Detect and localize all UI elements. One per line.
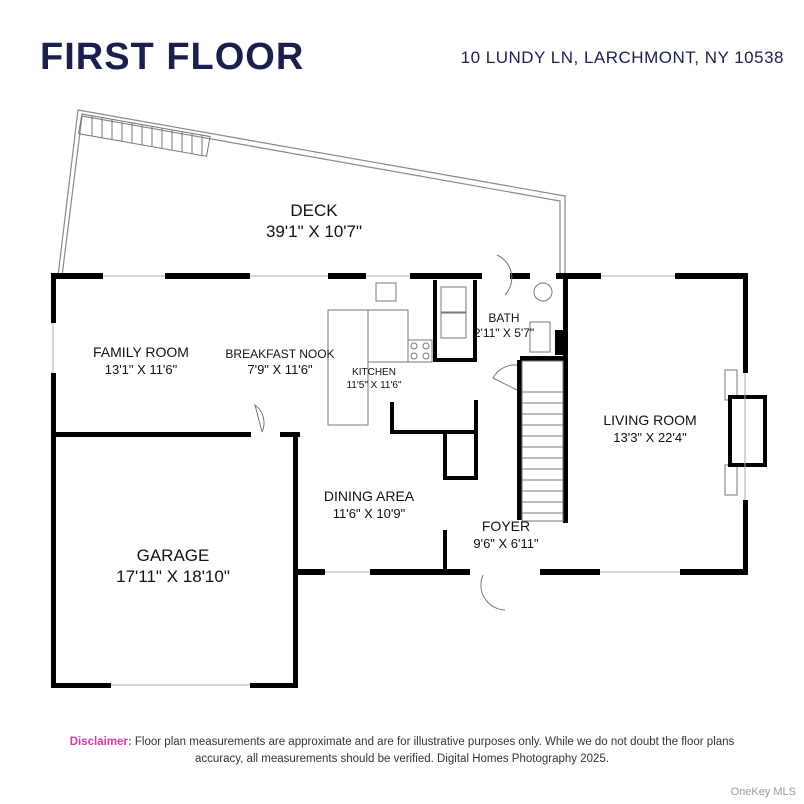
disclaimer-text: Floor plan measurements are approximate … [134, 736, 735, 765]
page-title: FIRST FLOOR [40, 36, 305, 78]
interior-stairs [521, 360, 564, 522]
disclaimer-label: Disclaimer: [69, 736, 132, 748]
address: 10 LUNDY LN, LARCHMONT, NY 10538 [460, 48, 784, 67]
windows [52, 275, 746, 686]
deck-stairs [77, 113, 211, 157]
walls [51, 273, 748, 688]
fixtures [254, 254, 767, 611]
deck-outline [57, 109, 566, 277]
disclaimer: Disclaimer: Floor plan measurements are … [60, 734, 744, 767]
watermark: OneKey MLS [730, 786, 796, 798]
